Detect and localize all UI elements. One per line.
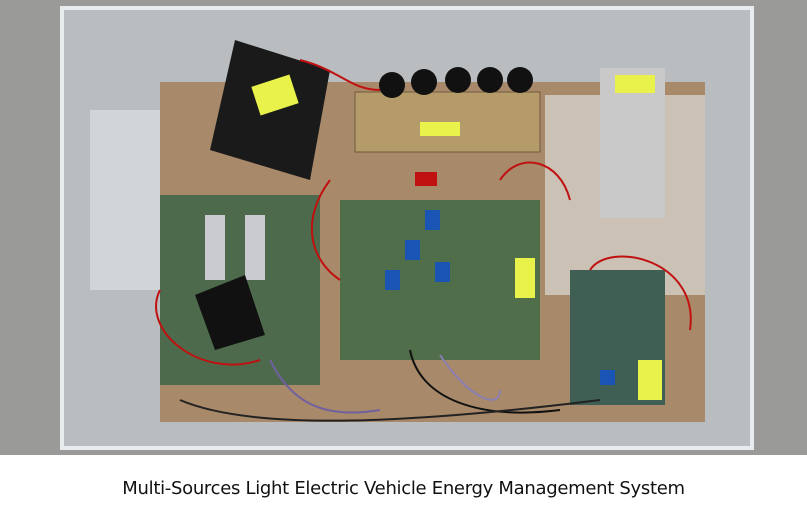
sensor-board — [570, 270, 665, 405]
interface-board — [160, 195, 320, 385]
power-switch — [415, 172, 437, 186]
prototype-photo — [0, 0, 807, 455]
main-control-board — [340, 200, 540, 360]
heatsink — [600, 68, 665, 218]
wires — [155, 59, 692, 422]
capacitor-board — [354, 67, 541, 153]
acrylic-reflection-left — [90, 110, 160, 290]
figure-caption: Multi-Sources Light Electric Vehicle Ene… — [122, 478, 685, 499]
battery — [210, 40, 330, 180]
